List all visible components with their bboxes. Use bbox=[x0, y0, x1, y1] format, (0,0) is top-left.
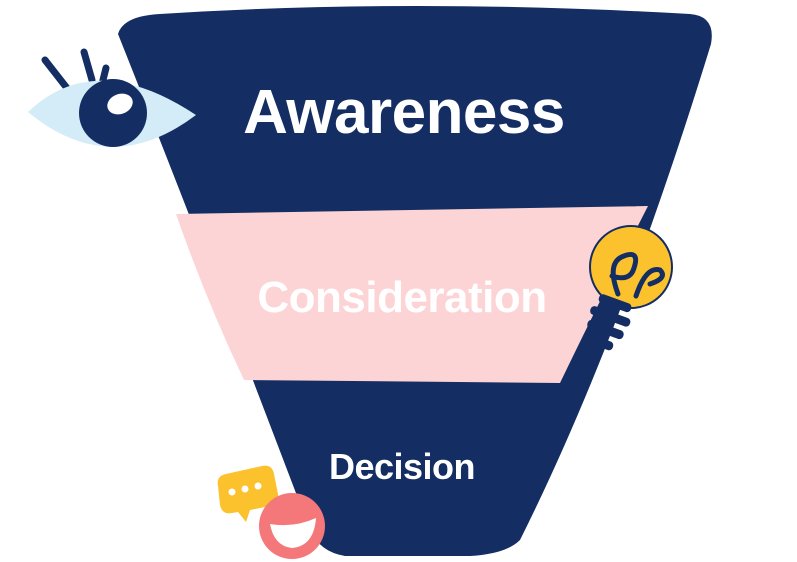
lightbulb-icon bbox=[587, 225, 673, 351]
stage-label-awareness: Awareness bbox=[243, 78, 565, 147]
chat-bubble-icon bbox=[217, 465, 279, 522]
eye-icon bbox=[28, 48, 196, 147]
funnel-stage-consideration-band bbox=[176, 206, 648, 383]
stage-label-decision: Decision bbox=[329, 446, 475, 487]
smiling-face-icon bbox=[259, 493, 325, 559]
stage-label-consideration: Consideration bbox=[257, 273, 546, 322]
